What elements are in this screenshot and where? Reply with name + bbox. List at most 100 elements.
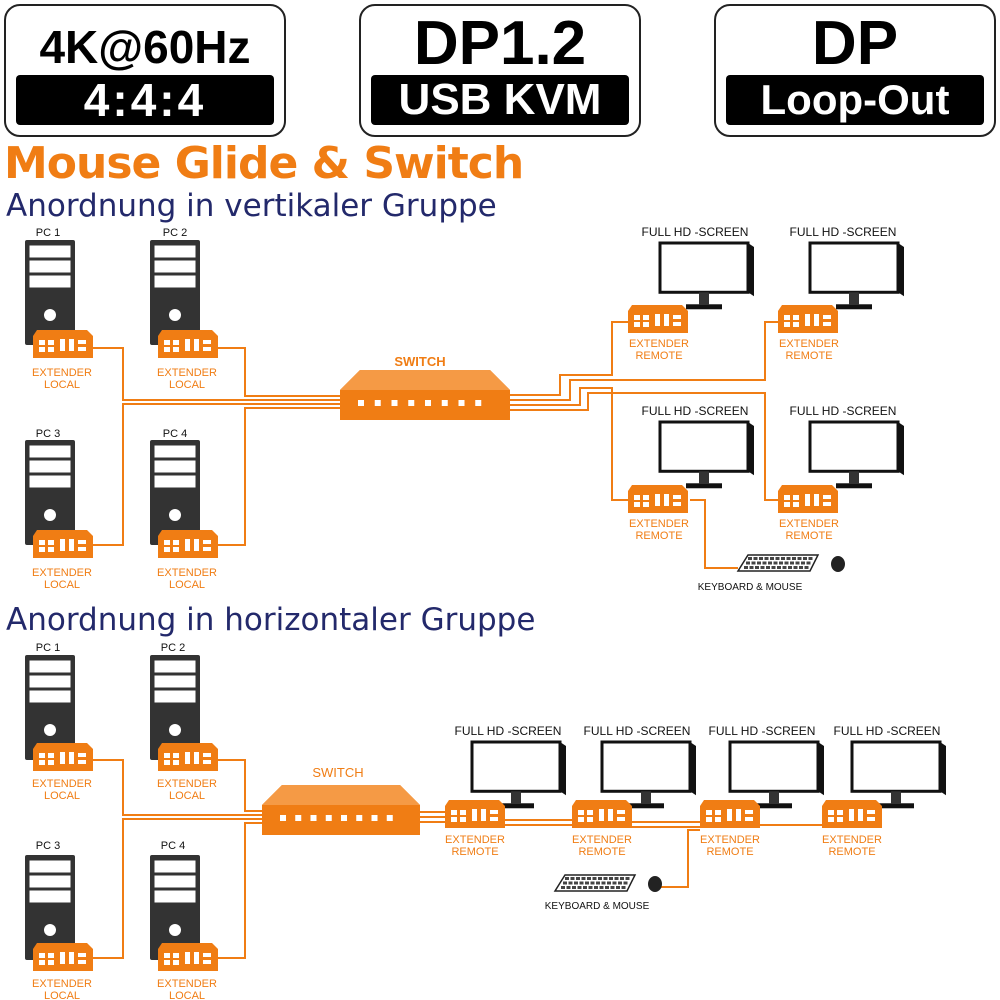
pc-label-h-3: PC 3 xyxy=(36,840,60,852)
local-label: LOCAL xyxy=(44,990,80,1000)
pc-label-3: PC 3 xyxy=(36,428,60,440)
badge-resolution-top: 4K@60Hz xyxy=(39,21,251,73)
remote-label: REMOTE xyxy=(578,846,625,858)
extender-label: EXTENDER xyxy=(629,338,689,350)
cable-remote-3 xyxy=(510,387,628,501)
keyboard-label-1: KEYBOARD & MOUSE xyxy=(698,582,803,593)
remote-label: REMOTE xyxy=(706,846,753,858)
cable-pc3 xyxy=(93,403,340,546)
local-label: LOCAL xyxy=(44,579,80,591)
section-title-vertical: Anordnung in vertikaler Gruppe xyxy=(6,188,497,224)
badge-dp-kvm-top: DP1.2 xyxy=(413,9,587,78)
badge-resolution-bottom: 4:4:4 xyxy=(16,75,274,125)
switch-label-2: SWITCH xyxy=(312,765,363,780)
extender-remote-3 xyxy=(628,485,688,513)
cable-remote-2 xyxy=(510,321,778,401)
monitor-h-3 xyxy=(728,740,824,809)
cable-remote-4 xyxy=(510,392,778,501)
pc-label-h-2: PC 2 xyxy=(161,642,185,654)
remote-label: REMOTE xyxy=(828,846,875,858)
extender-local-h-3 xyxy=(33,943,93,971)
screen-label-h-4: FULL HD -SCREEN xyxy=(834,724,941,738)
badge-resolution: 4K@60Hz 4:4:4 xyxy=(4,4,286,137)
monitor-3 xyxy=(658,420,754,489)
pc-tower-3 xyxy=(25,440,75,545)
extender-local-1 xyxy=(33,330,93,358)
cable-pc1 xyxy=(93,347,340,401)
extender-remote-2 xyxy=(778,305,838,333)
local-label: LOCAL xyxy=(169,990,205,1000)
switch-label-1: SWITCH xyxy=(394,354,445,369)
local-label: LOCAL xyxy=(44,379,80,391)
keyboard-label-2: KEYBOARD & MOUSE xyxy=(545,901,650,912)
extender-label: EXTENDER xyxy=(157,567,217,579)
cable-pc4 xyxy=(218,407,340,546)
cable-pc2 xyxy=(218,347,340,397)
cable-pc3-h xyxy=(93,818,262,959)
local-label: LOCAL xyxy=(169,790,205,802)
extender-remote-h-4 xyxy=(822,800,882,828)
badge-dp-kvm: DP1.2 USB KVM xyxy=(359,4,641,137)
remote-label: REMOTE xyxy=(635,530,682,542)
extender-label: EXTENDER xyxy=(779,518,839,530)
extender-label: EXTENDER xyxy=(32,778,92,790)
extender-label: EXTENDER xyxy=(32,567,92,579)
extender-label: EXTENDER xyxy=(157,778,217,790)
pc-tower-h-2 xyxy=(150,655,200,760)
remote-label: REMOTE xyxy=(635,350,682,362)
extender-label: EXTENDER xyxy=(822,834,882,846)
cable-keyboard-2 xyxy=(660,829,700,888)
monitor-h-4 xyxy=(850,740,946,809)
pc-label-2: PC 2 xyxy=(163,227,187,239)
monitor-4 xyxy=(808,420,904,489)
cable-pc4-h xyxy=(218,822,262,959)
pc-tower-h-4 xyxy=(150,855,200,960)
keyboard-mouse-2 xyxy=(553,874,662,892)
screen-label-h-1: FULL HD -SCREEN xyxy=(455,724,562,738)
screen-label-h-3: FULL HD -SCREEN xyxy=(709,724,816,738)
pc-label-h-4: PC 4 xyxy=(161,840,185,852)
extender-remote-4 xyxy=(778,485,838,513)
cable-keyboard-1 xyxy=(690,499,738,569)
cable-remote-1 xyxy=(510,321,628,396)
section-title-horizontal: Anordnung in horizontaler Gruppe xyxy=(6,602,536,638)
switch-device-2 xyxy=(262,785,420,835)
cable-pc2-h xyxy=(218,759,262,812)
extender-remote-h-2 xyxy=(572,800,632,828)
badge-dp-kvm-bottom: USB KVM xyxy=(371,75,629,125)
extender-label: EXTENDER xyxy=(779,338,839,350)
cable-pc1-h xyxy=(93,759,262,816)
badge-loop-out-bottom: Loop-Out xyxy=(726,75,984,125)
local-label: LOCAL xyxy=(169,379,205,391)
monitor-h-1 xyxy=(470,740,566,809)
extender-label: EXTENDER xyxy=(700,834,760,846)
screen-label-2: FULL HD -SCREEN xyxy=(790,225,897,239)
extender-local-4 xyxy=(158,530,218,558)
pc-label-h-1: PC 1 xyxy=(36,642,60,654)
local-label: LOCAL xyxy=(169,579,205,591)
pc-tower-2 xyxy=(150,240,200,345)
extender-local-3 xyxy=(33,530,93,558)
keyboard-mouse-1 xyxy=(736,554,845,572)
extender-label: EXTENDER xyxy=(572,834,632,846)
screen-label-4: FULL HD -SCREEN xyxy=(790,404,897,418)
remote-label: REMOTE xyxy=(785,350,832,362)
extender-local-h-2 xyxy=(158,743,218,771)
screen-label-3: FULL HD -SCREEN xyxy=(642,404,749,418)
extender-local-h-4 xyxy=(158,943,218,971)
extender-label: EXTENDER xyxy=(629,518,689,530)
extender-local-h-1 xyxy=(33,743,93,771)
extender-label: EXTENDER xyxy=(445,834,505,846)
extender-remote-h-1 xyxy=(445,800,505,828)
monitor-h-2 xyxy=(600,740,696,809)
extender-label: EXTENDER xyxy=(157,367,217,379)
badge-loop-out-top: DP xyxy=(811,9,899,78)
pc-label-1: PC 1 xyxy=(36,227,60,239)
page-title: Mouse Glide & Switch xyxy=(4,138,524,189)
pc-tower-1 xyxy=(25,240,75,345)
extender-remote-1 xyxy=(628,305,688,333)
monitor-1 xyxy=(658,241,754,310)
extender-label: EXTENDER xyxy=(32,978,92,990)
pc-tower-h-1 xyxy=(25,655,75,760)
